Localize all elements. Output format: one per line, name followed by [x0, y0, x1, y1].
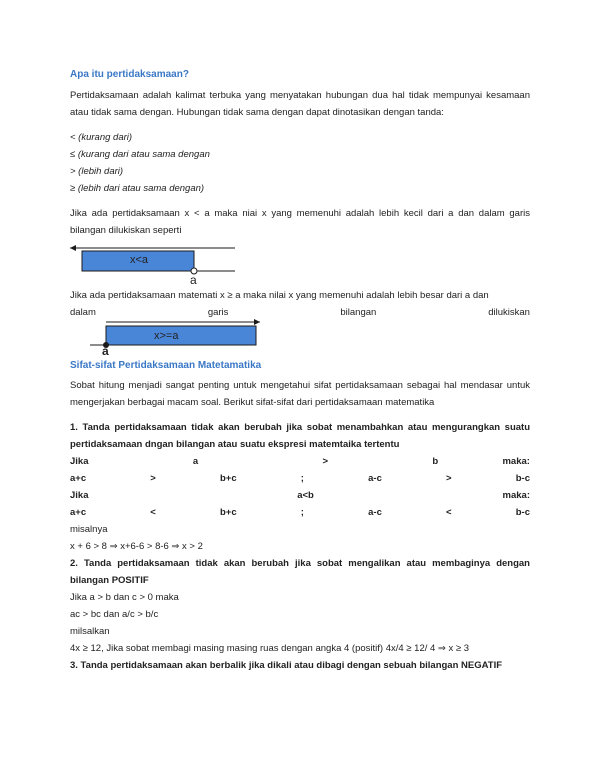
number-line-1-graphic	[70, 245, 235, 275]
nl1-label: x<a	[130, 254, 149, 266]
rule1-example-label: misalnya	[70, 524, 108, 535]
heading-apa-itu: Apa itu pertidaksamaan?	[70, 69, 189, 80]
rule2-line2: ac > bc dan a/c > b/c	[70, 609, 159, 620]
rule2-line1: Jika a > b dan c > 0 maka	[70, 592, 179, 603]
nl2-arrow-right-icon	[254, 319, 260, 325]
number-line-less-than: x<a a	[70, 243, 530, 287]
number-line-2-graphic	[90, 319, 260, 348]
document-page: Apa itu pertidaksamaan? Pertidaksamaan a…	[70, 66, 530, 674]
sign-item: < (kurang dari)	[70, 132, 133, 143]
rule1-row: a+c>b+c;a-c>b-c	[70, 473, 530, 484]
sign-item: ≥ (lebih dari atau sama dengan)	[70, 183, 205, 194]
paragraph-greater-equal: Jika ada pertidaksamaan matemati x ≥ a m…	[70, 287, 530, 321]
nl2-point-label: a	[102, 344, 109, 358]
nl1-open-point-icon	[190, 267, 198, 275]
rule1-title: 1. Tanda pertidaksamaan tidak akan berub…	[70, 422, 530, 450]
nl1-arrow-left-icon	[70, 245, 76, 251]
intro-paragraph: Pertidaksamaan adalah kalimat terbuka ya…	[70, 90, 530, 118]
rule2-example-label: milsalkan	[70, 626, 110, 637]
p2-line1: Jika ada pertidaksamaan matemati x ≥ a m…	[70, 290, 489, 301]
nl1-point-label: a	[190, 273, 197, 287]
sign-item: ≤ (kurang dari atau sama dengan	[70, 149, 210, 160]
p2-line2: dalam garis bilangan dilukiskan	[70, 307, 530, 318]
nl2-label: x>=a	[154, 330, 179, 342]
sign-item: > (lebih dari)	[70, 166, 124, 177]
nl2-bar	[105, 325, 257, 346]
sign-list: < (kurang dari) ≤ (kurang dari atau sama…	[70, 129, 530, 197]
rule3-title: 3. Tanda pertidaksamaan akan berbalik ji…	[70, 660, 503, 671]
rule2-title: 2. Tanda pertidaksamaan tidak akan berub…	[70, 558, 530, 586]
rule2-example: 4x ≥ 12, Jika sobat membagi masing masin…	[70, 643, 470, 654]
nl2-closed-point-icon	[103, 342, 109, 348]
heading-sifat: Sifat-sifat Pertidaksamaan Matetamatika	[70, 360, 262, 371]
paragraph-sifat: Sobat hitung menjadi sangat penting untu…	[70, 380, 530, 408]
rule1-row: a+c<b+c;a-c<b-c	[70, 507, 530, 518]
rule1-example: x + 6 > 8 ⇒ x+6-6 > 8-6 ⇒ x > 2	[70, 541, 203, 552]
number-line-greater-equal: x>=a a	[70, 319, 530, 358]
paragraph-less-than: Jika ada pertidaksamaan x < a maka niai …	[70, 208, 530, 236]
